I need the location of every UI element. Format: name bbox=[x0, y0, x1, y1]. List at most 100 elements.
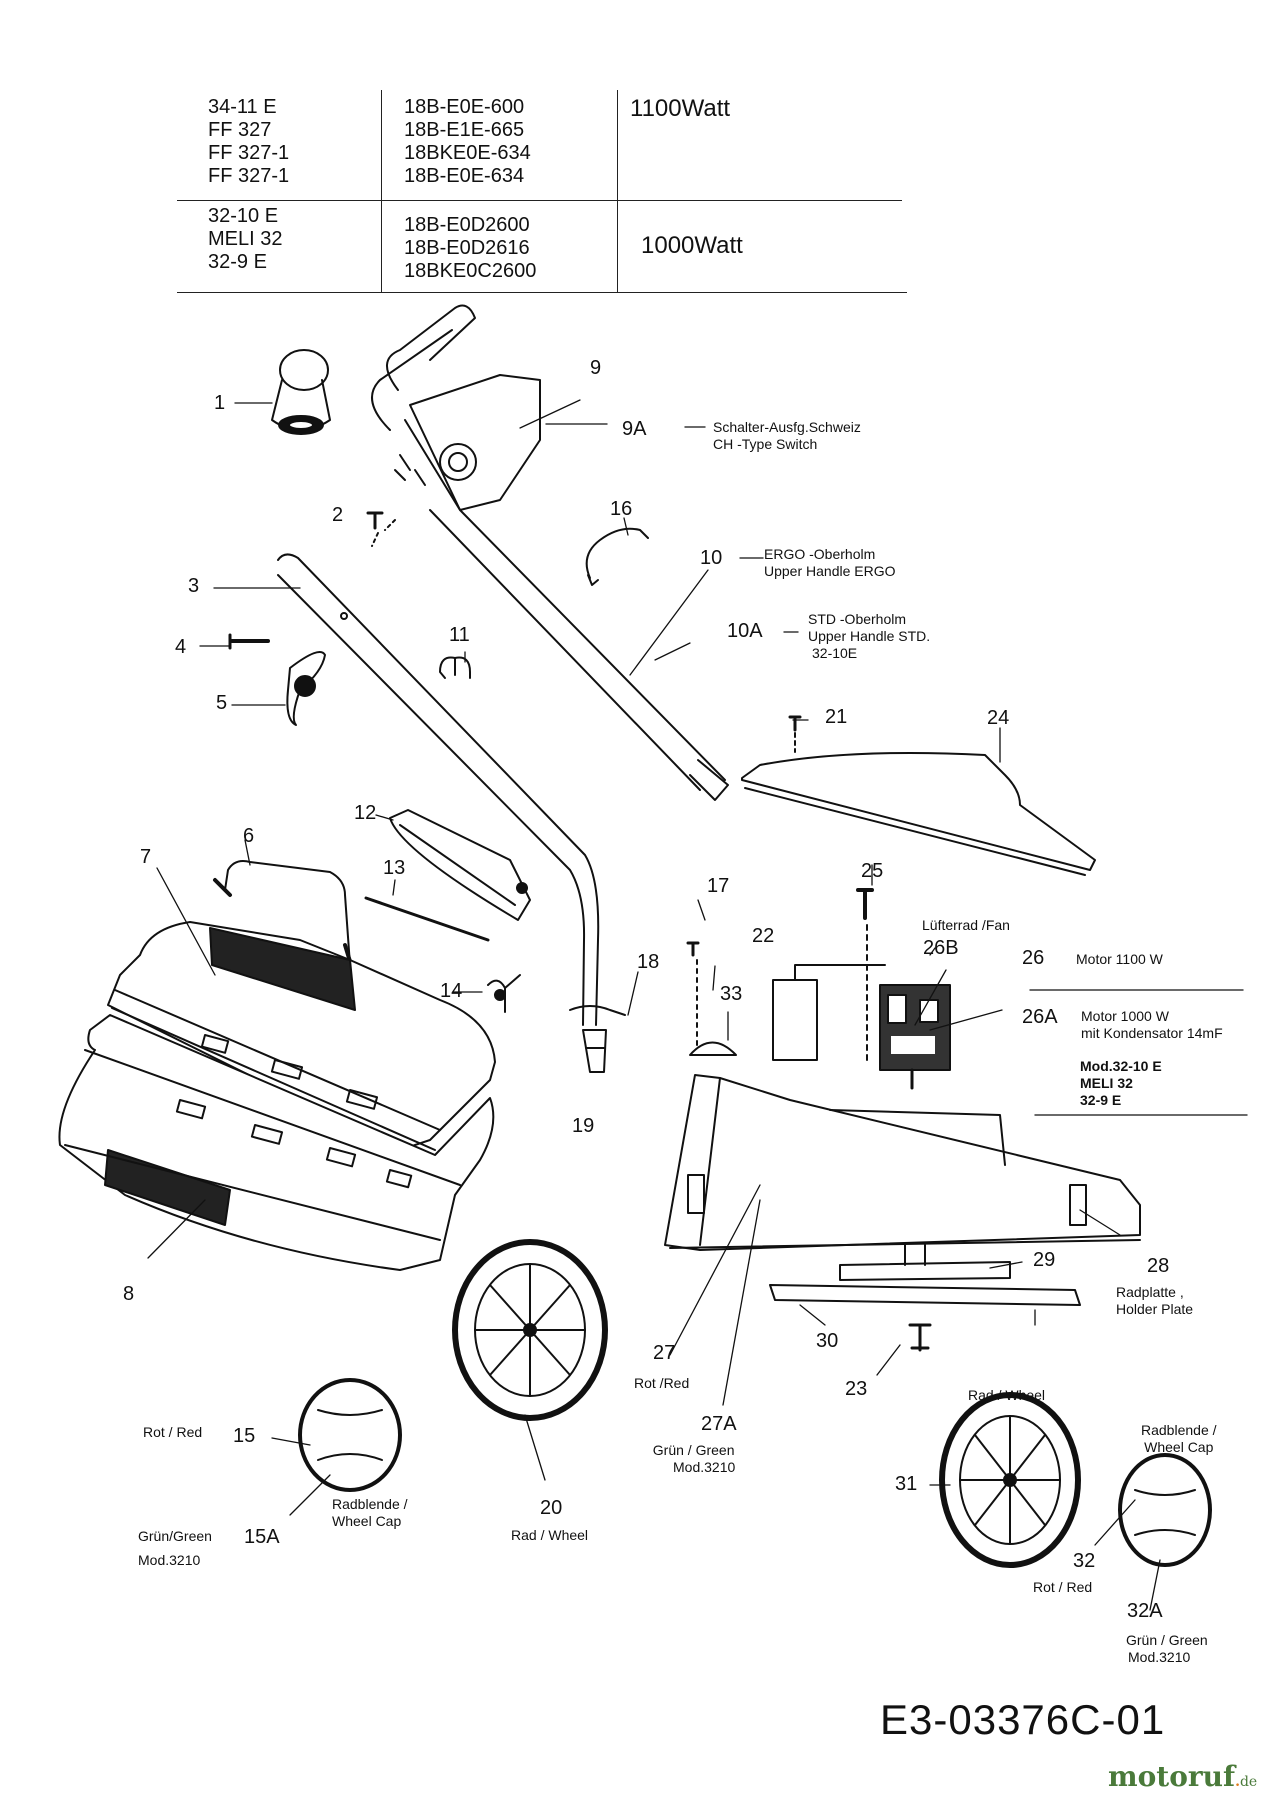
part-number: 19 bbox=[572, 1115, 595, 1137]
wheel-20-label: Rad / Wheel bbox=[511, 1527, 589, 1543]
part-number: 1 bbox=[214, 392, 226, 414]
part-number: 8 bbox=[123, 1283, 135, 1305]
part-22-capacitor bbox=[772, 964, 886, 1061]
brand-dot: . bbox=[1235, 1774, 1240, 1790]
model-cell: 32-9 E bbox=[208, 251, 267, 273]
part-number: 9A bbox=[622, 418, 647, 440]
part-30-blade bbox=[769, 1284, 1081, 1306]
label-line: Schalter-Ausfg.Schweiz bbox=[713, 419, 861, 435]
part-31-wheel bbox=[939, 1392, 1081, 1568]
table-row2-models: 32-10 E MELI 32 32-9 E bbox=[208, 205, 282, 274]
part-number: 32A bbox=[1127, 1600, 1163, 1622]
code-cell: 18BKE0E-634 bbox=[404, 142, 531, 164]
part-number: 29 bbox=[1033, 1249, 1056, 1271]
part-33-bracket bbox=[689, 1041, 737, 1056]
part-number: 25 bbox=[861, 860, 884, 882]
label-line: Holder Plate bbox=[1116, 1301, 1194, 1317]
part-number: 30 bbox=[816, 1330, 839, 1352]
part-11-clip bbox=[439, 656, 471, 679]
model-cell: MELI 32 bbox=[208, 228, 283, 250]
model-cell: FF 327 bbox=[208, 119, 272, 141]
part-4-bolt bbox=[228, 633, 270, 650]
label-line: STD -Oberholm bbox=[808, 611, 907, 627]
wheel-cap-left-label: Radblende / Wheel Cap bbox=[332, 1496, 408, 1530]
diagram-reference: E3-03376C-01 bbox=[880, 1696, 1166, 1743]
label-line: Upper Handle STD. bbox=[808, 628, 931, 644]
part-21-screw bbox=[788, 715, 802, 732]
part-2-screw bbox=[366, 511, 396, 547]
table-bottom-line bbox=[177, 292, 907, 293]
label-line: Mod.3210 bbox=[673, 1459, 736, 1475]
part-20-wheel bbox=[452, 1239, 608, 1421]
ergo-handle-label: ERGO -Oberholm Upper Handle ERGO bbox=[764, 546, 896, 580]
label-line: Wheel Cap bbox=[332, 1513, 402, 1529]
model-cell: FF 327-1 bbox=[208, 165, 290, 187]
cap-green-label: Grün / Green Mod.3210 bbox=[1126, 1632, 1208, 1666]
part-number: 13 bbox=[383, 857, 406, 879]
part-3-lower-handle bbox=[277, 553, 600, 1026]
table-row2-codes: 18B-E0D2600 18B-E0D2616 18BKE0C2600 bbox=[404, 214, 536, 283]
table-column-line bbox=[617, 90, 618, 292]
brand-name: motoruf bbox=[1108, 1760, 1236, 1793]
brand-tld: de bbox=[1239, 1774, 1258, 1790]
table-row1-models: 34-11 E FF 327 FF 327-1 FF 327-1 bbox=[208, 96, 289, 188]
label-line: Wheel Cap bbox=[1144, 1439, 1214, 1455]
fan-label: Lüfterrad /Fan bbox=[922, 917, 1010, 933]
motor-1100-label: Motor 1100 W bbox=[1076, 951, 1163, 967]
part-29-fan-hub bbox=[839, 1244, 1011, 1281]
table-divider bbox=[177, 200, 902, 201]
wheel-top-label: Rad / Wheel bbox=[968, 1387, 1046, 1403]
part-number: 21 bbox=[825, 706, 848, 728]
part-number: 18 bbox=[637, 951, 660, 973]
label-line: 32-10E bbox=[812, 645, 858, 661]
cap-left-mod-label: Mod.3210 bbox=[138, 1552, 201, 1568]
part-5-star-knob bbox=[286, 651, 326, 726]
switch-label: Schalter-Ausfg.Schweiz CH -Type Switch bbox=[713, 419, 861, 453]
part-number: 31 bbox=[895, 1473, 918, 1495]
part-number: 14 bbox=[440, 980, 463, 1002]
part-1-cable-hook bbox=[271, 349, 331, 435]
part-6-7-8-grass-catcher bbox=[58, 860, 496, 1271]
part-number: 33 bbox=[720, 983, 743, 1005]
part-18-19-clamp bbox=[569, 1005, 626, 1073]
part-9-switch-handle bbox=[371, 304, 729, 801]
part-number: 15 bbox=[233, 1425, 256, 1447]
part-number: 17 bbox=[707, 875, 730, 897]
part-number: 26A bbox=[1022, 1006, 1058, 1028]
deck-green-label: Grün / Green Mod.3210 bbox=[652, 1442, 736, 1476]
part-number: 26B bbox=[923, 937, 959, 959]
part-16-cable bbox=[585, 527, 649, 586]
label-line: Radblende / bbox=[1141, 1422, 1217, 1438]
part-number: 32 bbox=[1073, 1550, 1096, 1572]
power-1000: 1000Watt bbox=[641, 232, 743, 259]
brand-logo: motoruf.de bbox=[1108, 1760, 1257, 1793]
part-number: 24 bbox=[987, 707, 1010, 729]
part-number: 9 bbox=[590, 357, 602, 379]
label-line: Radblende / bbox=[332, 1496, 408, 1512]
code-cell: 18B-E0E-600 bbox=[404, 96, 525, 118]
label-line: mit Kondensator 14mF bbox=[1081, 1025, 1223, 1041]
part-24-cover bbox=[741, 751, 1096, 876]
part-number: 23 bbox=[845, 1378, 868, 1400]
holder-plate-label: Radplatte , Holder Plate bbox=[1116, 1284, 1193, 1318]
part-number: 5 bbox=[216, 692, 228, 714]
code-cell: 18B-E0D2616 bbox=[404, 237, 530, 259]
label-line: Mod.3210 bbox=[1128, 1649, 1191, 1665]
part-number: 16 bbox=[610, 498, 633, 520]
part-17-screw bbox=[686, 941, 700, 957]
part-12-chute bbox=[389, 809, 531, 921]
part-number: 10 bbox=[700, 547, 723, 569]
part-number: 15A bbox=[244, 1526, 280, 1548]
part-number: 7 bbox=[140, 846, 152, 868]
part-number: 6 bbox=[243, 825, 255, 847]
code-cell: 18B-E1E-665 bbox=[404, 119, 525, 141]
code-cell: 18B-E0E-634 bbox=[404, 165, 525, 187]
part-number: 28 bbox=[1147, 1255, 1170, 1277]
table-row1-codes: 18B-E0E-600 18B-E1E-665 18BKE0E-634 18B-… bbox=[404, 96, 531, 188]
part-15-wheel-cap bbox=[298, 1378, 402, 1492]
part-number: 27A bbox=[701, 1413, 737, 1435]
part-number: 11 bbox=[449, 624, 470, 646]
part-26-motor bbox=[879, 984, 951, 1090]
motor-1000-label: Motor 1000 W mit Kondensator 14mF bbox=[1081, 1008, 1223, 1042]
part-number: 3 bbox=[188, 575, 200, 597]
